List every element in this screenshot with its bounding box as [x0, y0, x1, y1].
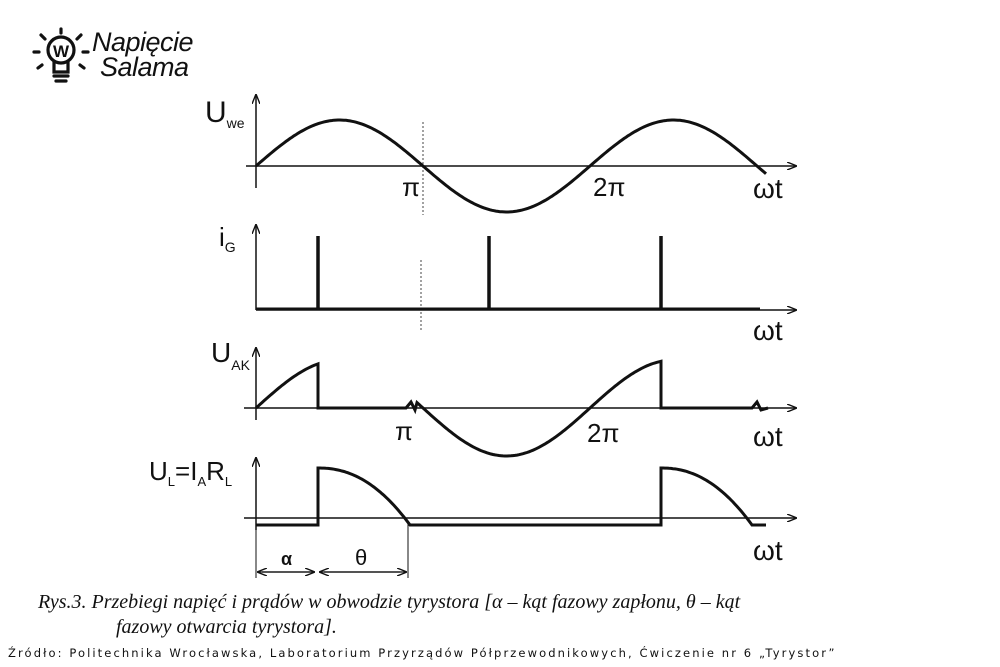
lightbulb-w-icon: W	[32, 27, 90, 83]
ul-load-voltage-curve	[256, 466, 766, 527]
uak-voltage-curve	[254, 359, 769, 458]
ul-label: UL=IARL	[149, 456, 232, 489]
uak-pi-label: π	[395, 416, 413, 446]
uwe-2pi-label: 2π	[593, 172, 625, 202]
panel-ig: iG ωt	[219, 222, 796, 346]
caption-line-2: fazowy otwarcia tyrystora].	[116, 616, 337, 638]
uak-omega-t-label: ωt	[753, 421, 783, 452]
ul-omega-t-label: ωt	[753, 535, 783, 566]
svg-text:W: W	[53, 42, 70, 61]
uak-2pi-label: 2π	[587, 418, 619, 448]
figure-caption: Rys.3. Przebiegi napięć i prądów w obwod…	[38, 590, 978, 640]
uwe-sine-curve	[255, 118, 768, 214]
source-note: Źródło: Politechnika Wrocławska, Laborat…	[8, 646, 837, 660]
logo-line-1: Napięcie	[92, 27, 194, 57]
panel-ul: UL=IARL ωt α θ	[149, 456, 796, 578]
logo-line-2: Salama	[100, 52, 189, 82]
panel-uwe: Uwe π 2π ωt	[205, 95, 796, 214]
alpha-label: α	[281, 549, 292, 569]
uwe-label: Uwe	[205, 96, 245, 131]
panel-uak: UAK π 2π ωt	[211, 337, 796, 458]
ig-omega-t-label: ωt	[753, 315, 783, 346]
theta-label: θ	[355, 545, 367, 570]
logo-text: Napięcie Salama	[92, 27, 194, 82]
uwe-omega-t-label: ωt	[753, 173, 783, 204]
caption-line-1: Rys.3. Przebiegi napięć i prądów w obwod…	[38, 591, 741, 613]
uak-label: UAK	[211, 337, 251, 373]
ig-label: iG	[219, 222, 236, 255]
uwe-pi-label: π	[402, 172, 420, 202]
